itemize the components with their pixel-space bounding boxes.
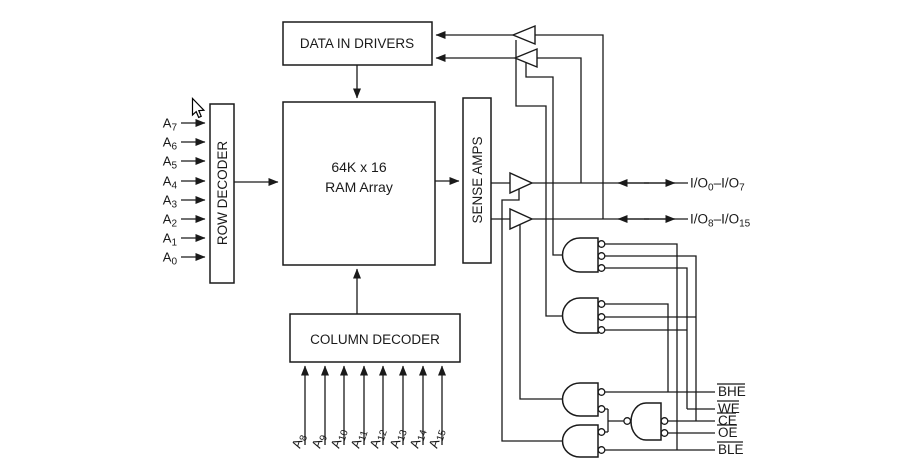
write-buffer-high-icon — [511, 24, 536, 46]
wire-read-gate-output-net — [605, 408, 624, 433]
ble-label: BLE — [718, 442, 744, 457]
wire-datain-low-byte-loop — [537, 57, 582, 183]
svg-text:A0: A0 — [163, 250, 178, 268]
row-address-arrows — [181, 119, 206, 261]
sense-amps-label: SENSE AMPS — [470, 136, 485, 223]
wire-write-enable-high-byte — [515, 40, 563, 317]
wire-write-gate-low-inputs — [605, 243, 697, 450]
io-bidirectional-arrows — [617, 179, 676, 223]
svg-text:A12: A12 — [367, 426, 390, 451]
svg-text:A10: A10 — [328, 426, 351, 451]
data-in-drivers-label: DATA IN DRIVERS — [300, 36, 414, 51]
io-bus-label-high: I/O8–I/O15 — [690, 212, 751, 230]
io-bus-label-low: I/O0–I/O7 — [690, 176, 745, 194]
row-address-labels: A7 A6 A5 A4 A3 A2 A1 A0 — [163, 116, 178, 268]
ram-array-label-line2: RAM Array — [325, 179, 393, 195]
we-label: WE — [718, 401, 740, 416]
column-decoder-label: COLUMN DECODER — [310, 332, 440, 347]
write-gate-low-icon — [561, 237, 599, 273]
wire-read-enable-high-byte — [519, 225, 563, 400]
svg-text:A11: A11 — [348, 427, 371, 451]
wire-sense-amp-outputs — [491, 182, 510, 220]
read-buffer-high-icon — [509, 207, 534, 231]
svg-text:A1: A1 — [163, 231, 178, 249]
row-decoder-box — [209, 103, 235, 284]
column-address-arrows — [301, 365, 446, 445]
oe-label: OE — [718, 425, 738, 440]
ce-oe-nand-gate-icon — [630, 402, 662, 441]
write-gate-high-icon — [561, 297, 599, 334]
row-decoder-label: ROW DECODER — [215, 141, 230, 246]
wire-read-enable-low-byte — [501, 189, 563, 442]
read-gate-low-icon — [561, 424, 599, 458]
gate-inversion-bubbles — [597, 240, 669, 454]
svg-text:A4: A4 — [163, 174, 178, 192]
wire-write-enable-low-byte — [525, 62, 563, 256]
svg-text:A2: A2 — [163, 212, 178, 230]
data-in-drivers-box — [282, 21, 433, 66]
svg-text:A15: A15 — [426, 426, 449, 451]
bhe-label: BHE — [718, 384, 746, 399]
svg-text:A3: A3 — [163, 193, 178, 211]
svg-text:A9: A9 — [309, 431, 331, 451]
wire-write-gate-high-inputs — [605, 303, 696, 392]
column-address-labels: A8 A9 A10 A11 A12 A13 A14 A15 — [289, 426, 449, 451]
control-signal-labels: BHE WE CE OE BLE — [717, 383, 746, 457]
svg-text:A13: A13 — [387, 426, 410, 451]
read-gate-high-icon — [561, 382, 599, 417]
column-decoder-box — [289, 313, 461, 363]
svg-text:A7: A7 — [163, 116, 178, 134]
ram-array-label-line1: 64K x 16 — [331, 159, 386, 175]
read-buffer-low-icon — [509, 171, 534, 195]
svg-text:A8: A8 — [289, 431, 311, 451]
wire-io-bus-lines — [532, 182, 688, 220]
write-buffer-low-icon — [513, 47, 538, 69]
active-low-overlines — [717, 383, 745, 443]
wire-datain-high-byte-loop — [535, 34, 604, 219]
sense-amps-box — [462, 97, 492, 264]
svg-text:A6: A6 — [163, 135, 178, 153]
ram-array-box — [282, 101, 436, 266]
mouse-cursor — [191, 97, 206, 119]
svg-text:A5: A5 — [163, 154, 178, 172]
svg-text:A14: A14 — [407, 426, 430, 451]
ce-label: CE — [718, 413, 737, 428]
